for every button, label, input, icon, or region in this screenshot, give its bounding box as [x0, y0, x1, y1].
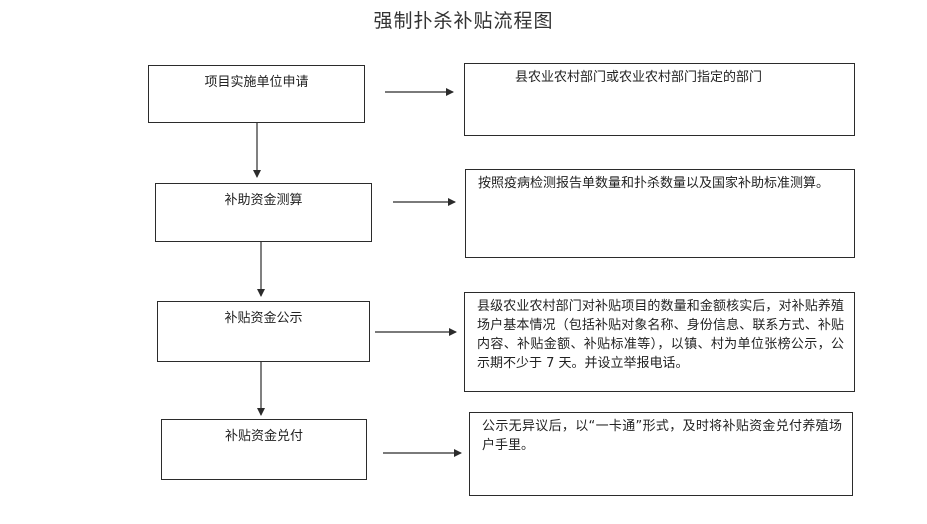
note-apply: 县农业农村部门或农业农村部门指定的部门: [464, 63, 855, 136]
note-calculate: 按照疫病检测报告单数量和扑杀数量以及国家补助标准测算。: [465, 169, 855, 258]
step-publicize: 补贴资金公示: [157, 301, 370, 362]
step-calculate: 补助资金测算: [155, 183, 372, 242]
page-title: 强制扑杀补贴流程图: [373, 10, 554, 32]
step-payout: 补贴资金兑付: [161, 419, 367, 480]
step-apply: 项目实施单位申请: [148, 65, 365, 123]
note-payout: 公示无异议后，以“一卡通”形式，及时将补贴资金兑付养殖场户手里。: [469, 412, 853, 496]
note-publicize: 县级农业农村部门对补贴项目的数量和金额核实后，对补贴养殖场户基本情况（包括补贴对…: [464, 292, 855, 392]
